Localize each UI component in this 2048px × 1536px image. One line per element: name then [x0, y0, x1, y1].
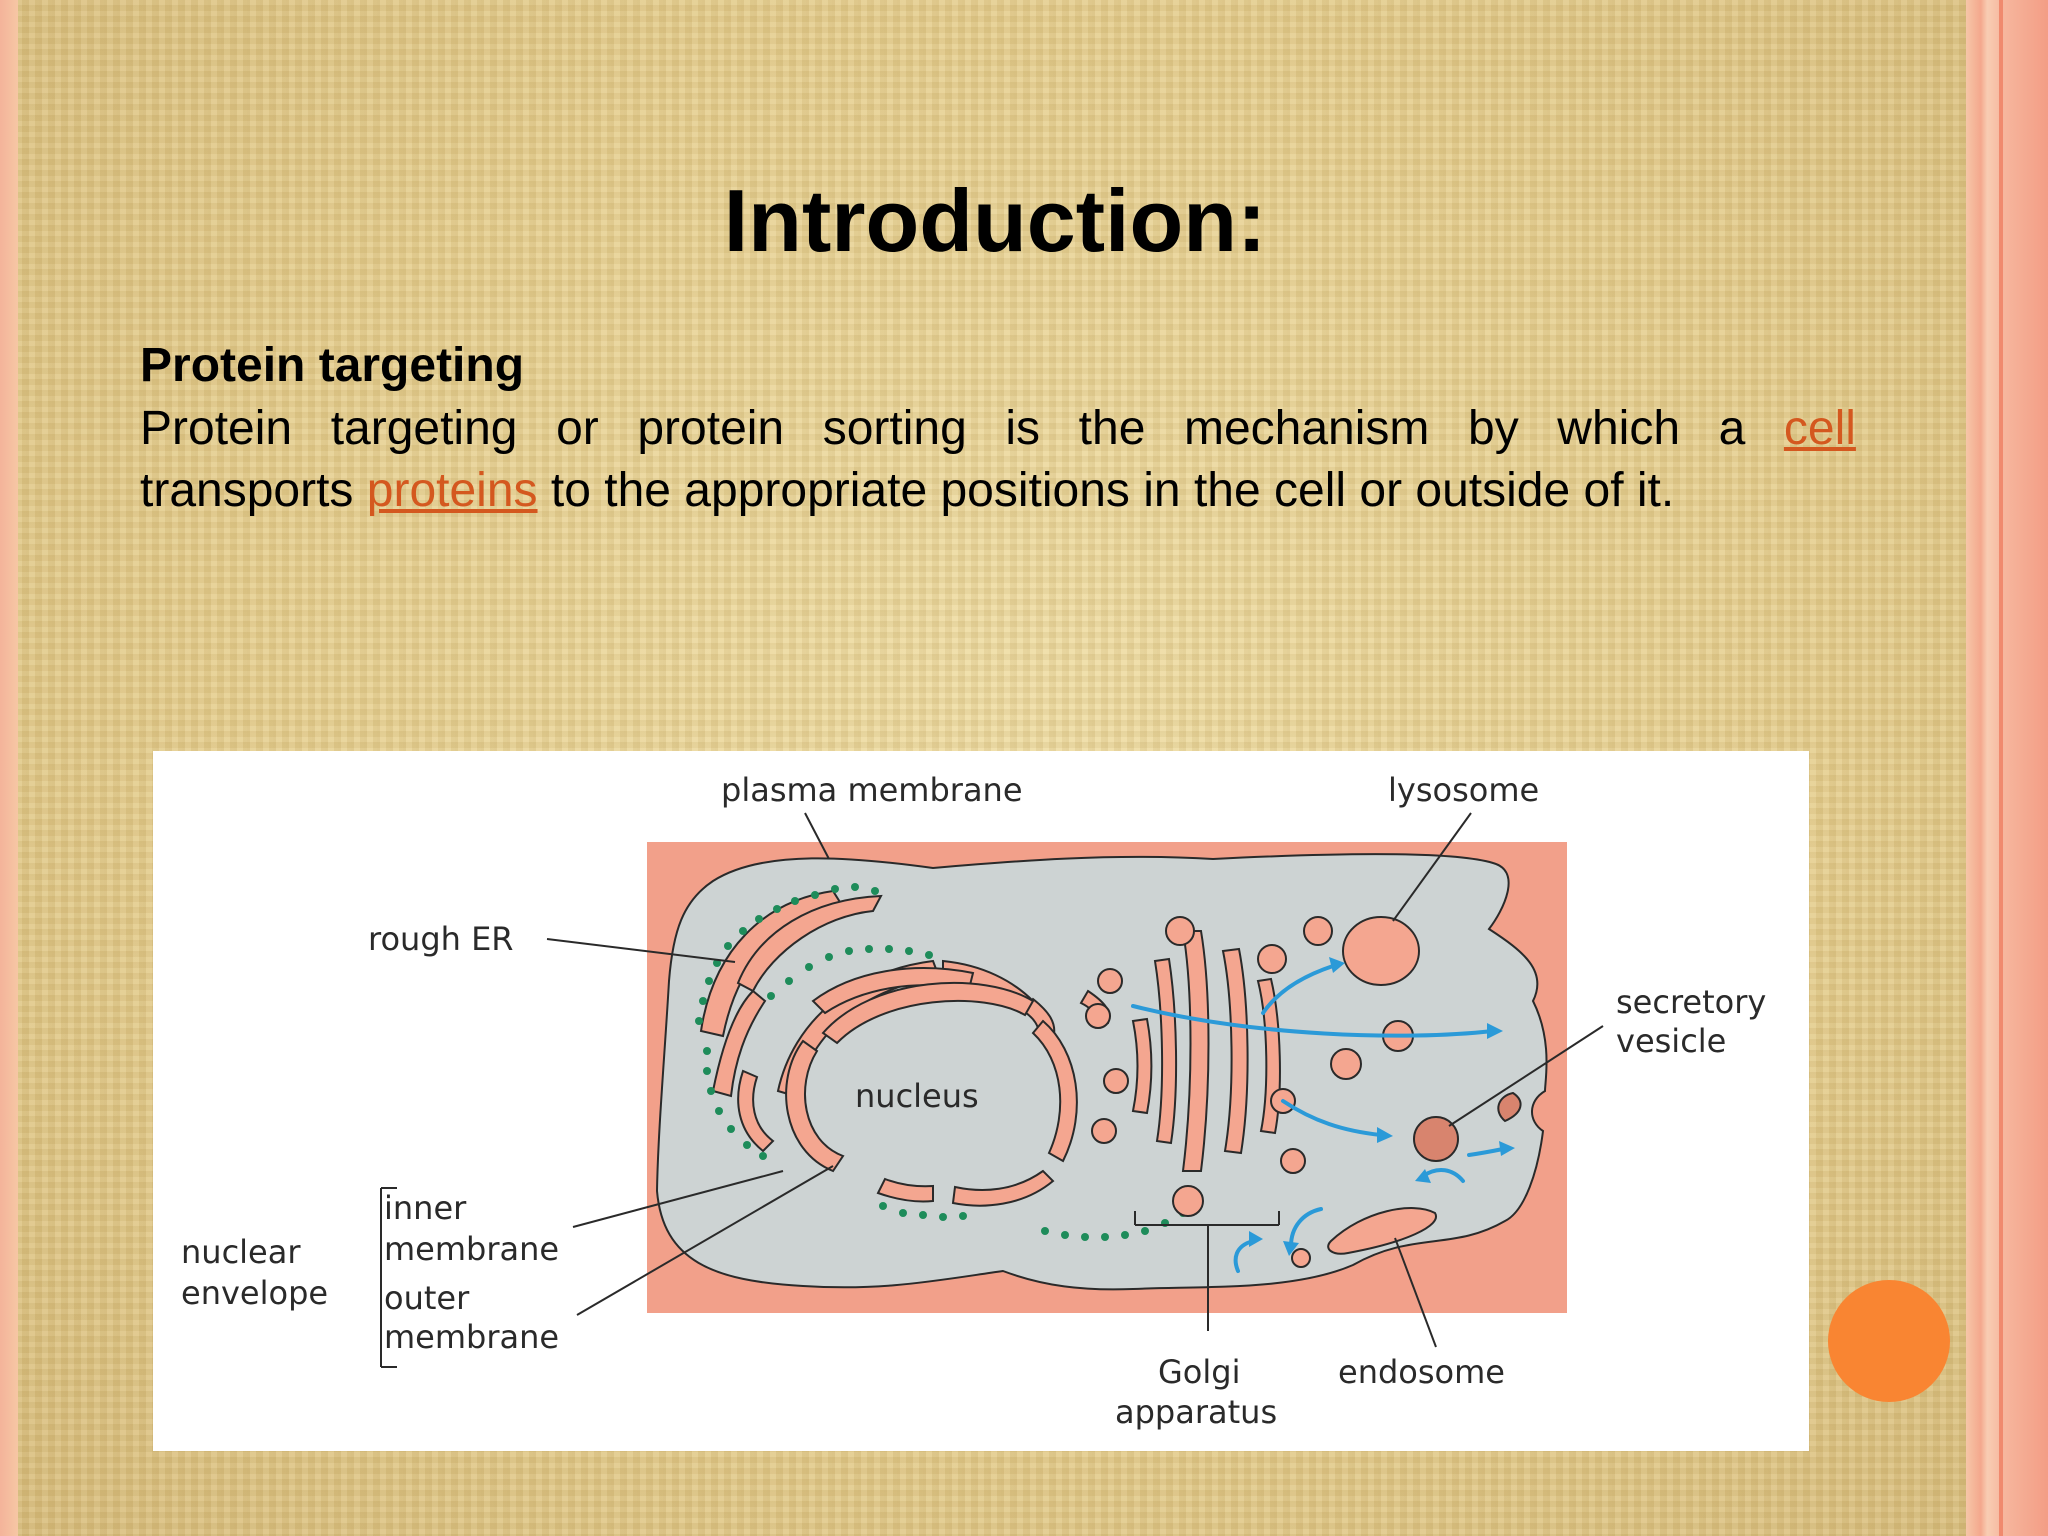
accent-circle [1828, 1280, 1950, 1402]
right-border [1966, 0, 2048, 1536]
label-inner-membrane: membrane [384, 1230, 559, 1268]
arrow-heads [1249, 957, 1515, 1256]
paragraph-word: which [1557, 402, 1681, 455]
secretory-vesicle [1413, 1116, 1459, 1162]
paragraph-word: by [1468, 402, 1519, 455]
right-border-line [1999, 0, 2003, 1536]
paragraph-word: targeting [330, 402, 518, 455]
label-golgi: Golgi [1158, 1353, 1240, 1391]
slide-title: Introduction: [723, 171, 1267, 270]
paragraph-word: a [1718, 402, 1746, 455]
paragraph-word: protein [637, 402, 785, 455]
label-inner: inner [384, 1189, 467, 1227]
paragraph-word: sorting [822, 402, 967, 455]
paragraph-text: transports [140, 464, 367, 517]
label-outer-membrane: membrane [384, 1318, 559, 1356]
paragraph-word: Protein [140, 402, 293, 455]
label-outer: outer [384, 1279, 470, 1317]
lysosome [1342, 916, 1420, 986]
paragraph-word: the [1078, 402, 1146, 455]
cell-cytoplasm [655, 853, 1548, 1291]
nuclear-envelope-ribosomes [879, 1202, 967, 1221]
endosome [1327, 1207, 1437, 1255]
ribosomes [695, 883, 1203, 1241]
paragraph-text: to the appropriate positions in the cell… [537, 464, 1675, 517]
paragraph-word: is [1005, 402, 1041, 455]
vesicles [1085, 916, 1414, 1268]
cell-link[interactable]: cell [1783, 402, 1856, 455]
cell-diagram-figure: plasma membrane lysosome rough ER secret… [153, 751, 1809, 1451]
label-leader-lines [380, 812, 1604, 1368]
label-plasma-membrane: plasma membrane [721, 771, 1023, 809]
label-envelope: envelope [181, 1274, 328, 1312]
label-rough-er: rough ER [368, 920, 514, 958]
label-lysosome: lysosome [1388, 771, 1539, 809]
paragraph-word: mechanism [1183, 402, 1430, 455]
paragraph-word: or [556, 402, 599, 455]
label-vesicle: vesicle [1616, 1022, 1726, 1060]
label-apparatus: apparatus [1115, 1393, 1277, 1431]
label-nuclear: nuclear [181, 1233, 301, 1271]
label-nucleus: nucleus [855, 1077, 979, 1115]
proteins-link[interactable]: proteins [366, 464, 538, 517]
paragraph-line-2: transports proteins to the appropriate p… [140, 460, 1856, 522]
cell-diagram: plasma membrane lysosome rough ER secret… [181, 771, 1766, 1431]
golgi-apparatus [1131, 930, 1281, 1172]
nuclear-envelope [785, 981, 1078, 1207]
left-border [0, 0, 18, 1536]
label-endosome: endosome [1338, 1353, 1505, 1391]
exocytosis-vesicle [1497, 1091, 1522, 1123]
label-secretory: secretory [1616, 983, 1766, 1021]
section-heading: Protein targeting [140, 339, 525, 392]
